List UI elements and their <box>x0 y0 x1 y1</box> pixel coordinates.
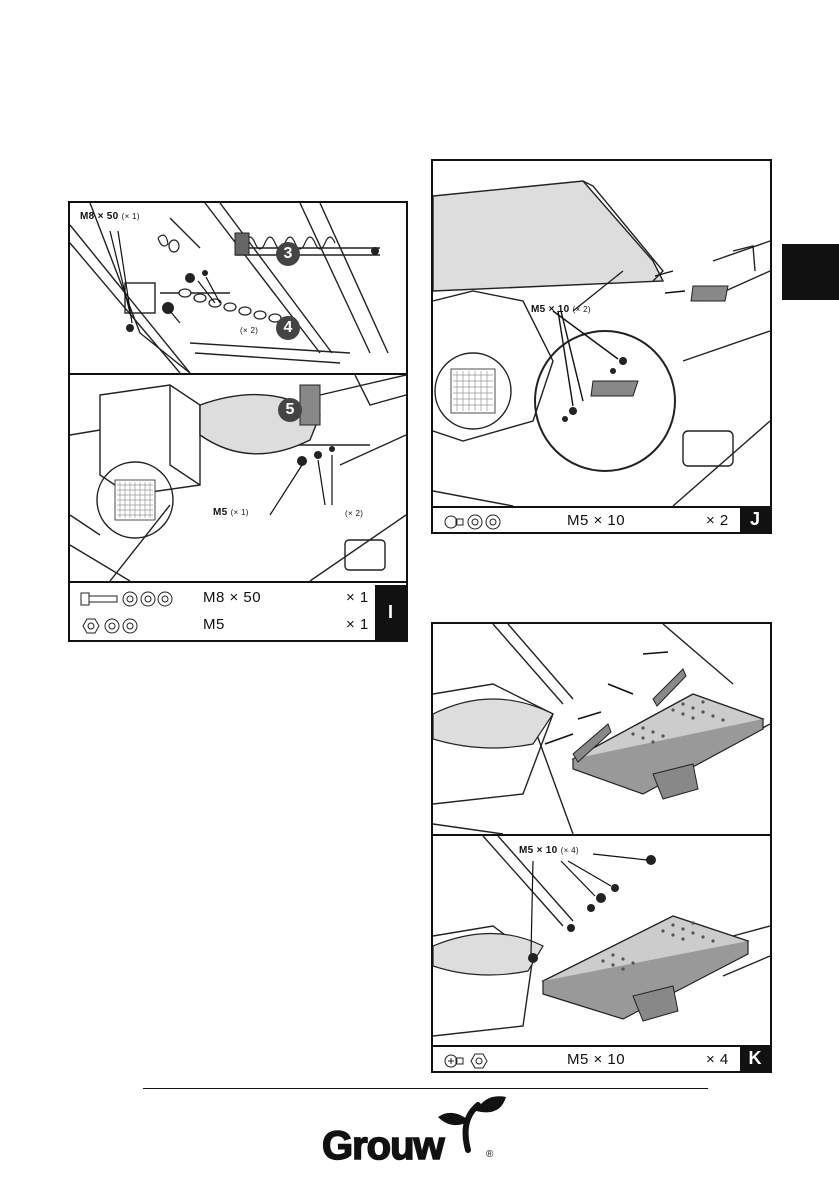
hardware-row-bolt: M8 × 50 × 1 <box>70 585 406 612</box>
hardware-spec: M8 × 50 <box>203 589 261 606</box>
illustration-chain-spring: M8 × 50 (× 1) (× 2) 3 4 <box>70 203 406 373</box>
bolt-washers-icon <box>443 513 503 531</box>
table-bolts-drawing <box>433 836 770 1045</box>
chain-spring-drawing <box>70 203 406 373</box>
hardware-spec: M5 <box>203 616 225 633</box>
callout-washers: (× 2) <box>240 325 258 336</box>
step-badge-i: I <box>375 585 406 640</box>
hardware-qty: × 2 <box>706 512 729 529</box>
callout-bolt: M5 × 10 (× 4) <box>519 845 579 856</box>
step-5-marker: 5 <box>278 398 302 422</box>
callout-nut: M5 (× 1) <box>213 507 249 518</box>
section-tab <box>782 244 839 300</box>
illustration-guard-bracket: M5 × 10 (× 2) <box>433 161 770 506</box>
hardware-divider <box>70 581 406 583</box>
grouw-logo: Grouw ® <box>320 1095 520 1170</box>
callout-bolt: M8 × 50 (× 1) <box>80 211 140 222</box>
bolt-nut-icon <box>443 1052 488 1070</box>
svg-text:Grouw: Grouw <box>322 1124 446 1168</box>
footer-rule <box>143 1088 708 1089</box>
guard-bracket-drawing <box>433 161 770 506</box>
brand-logo-mark: Grouw ® <box>320 1095 520 1170</box>
illustration-table-bolts: M5 × 10 (× 4) <box>433 836 770 1045</box>
step-3-marker: 3 <box>276 242 300 266</box>
hardware-spec: M5 × 10 <box>567 1051 625 1068</box>
hardware-qty: × 1 <box>346 616 369 633</box>
step-4-marker: 4 <box>276 316 300 340</box>
hardware-row-bolt: M5 × 10 × 2 <box>433 508 770 535</box>
panel-i: M8 × 50 (× 1) (× 2) 3 4 <box>68 201 408 642</box>
table-attachment-drawing <box>433 624 770 834</box>
hardware-qty: × 4 <box>706 1051 729 1068</box>
panel-j: M5 × 10 (× 2) M5 × 10 × 2 J <box>431 159 772 534</box>
step-badge-k: K <box>740 1045 770 1071</box>
svg-text:®: ® <box>486 1149 494 1160</box>
hardware-qty: × 1 <box>346 589 369 606</box>
step-badge-j: J <box>740 506 770 532</box>
hardware-row-nut: M5 × 1 <box>70 612 406 639</box>
bolt-washers-nut-icon <box>80 590 175 608</box>
panel-k: M5 × 10 (× 4) M5 × 10 × 4 K <box>431 622 772 1073</box>
hardware-row-bolt: M5 × 10 × 4 <box>433 1047 770 1074</box>
hardware-spec: M5 × 10 <box>567 512 625 529</box>
illustration-motor-guard: M5 (× 1) (× 2) 5 <box>70 375 406 581</box>
callout-nut-washers: (× 2) <box>345 508 363 519</box>
callout-bolt: M5 × 10 (× 2) <box>531 304 591 315</box>
nut-washers-icon <box>80 617 140 635</box>
motor-guard-drawing <box>70 375 406 581</box>
illustration-table-arrows <box>433 624 770 834</box>
